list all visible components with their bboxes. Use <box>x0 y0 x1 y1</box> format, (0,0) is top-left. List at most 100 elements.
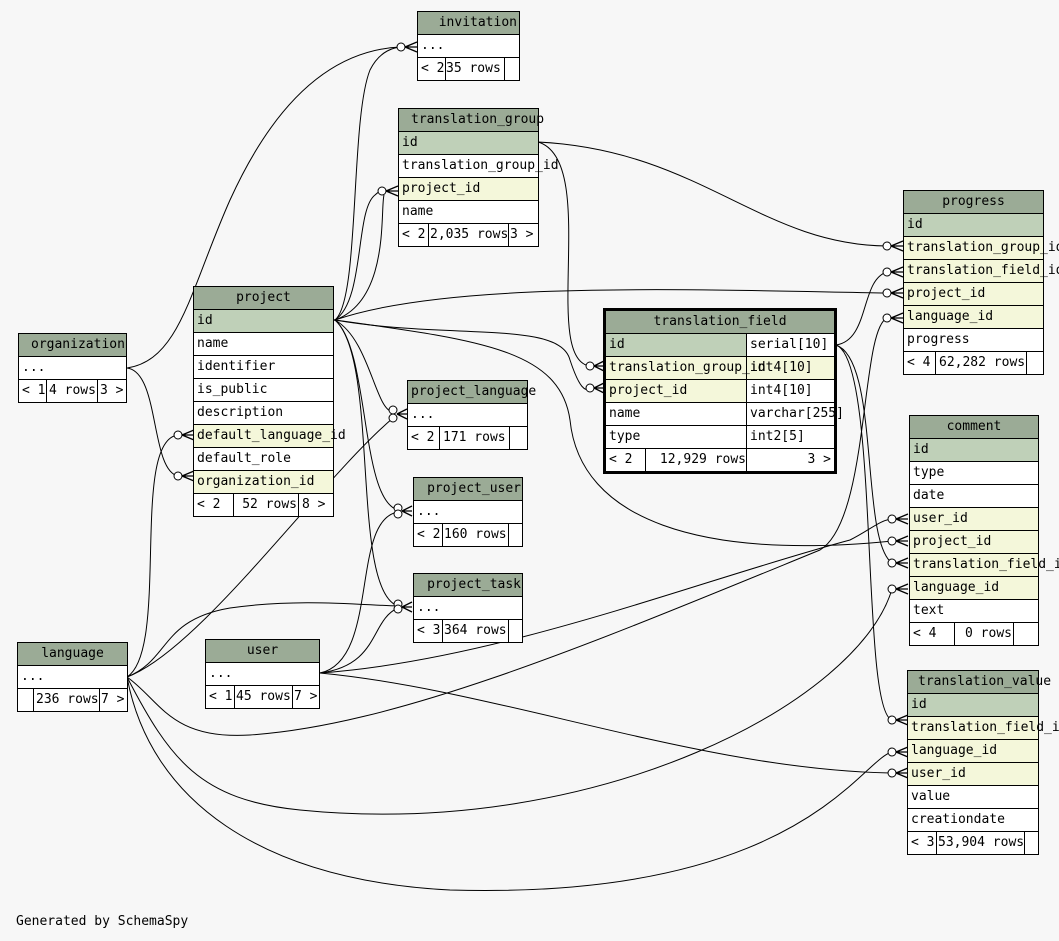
table-row: name <box>194 333 333 356</box>
table-row: name varchar[255] <box>606 403 844 426</box>
children-count[interactable] <box>505 58 519 80</box>
table-row: is_public <box>194 379 333 402</box>
table-language[interactable]: language ... 236 rows 7 > <box>17 642 128 712</box>
edge-organization-project <box>126 367 179 477</box>
children-count[interactable] <box>1014 623 1038 645</box>
edge-user-project-task <box>319 607 399 674</box>
table-translation-group[interactable]: translation_group id translation_group_i… <box>398 108 559 247</box>
endpoint-prog-tg <box>882 241 892 251</box>
parents-count[interactable]: < 3 <box>908 832 937 854</box>
endpoint-comment-user <box>887 514 897 524</box>
table-header[interactable]: translation_value <box>908 671 1051 694</box>
table-header[interactable]: invitation <box>418 12 519 35</box>
parents-count[interactable]: < 1 <box>206 686 235 708</box>
table-row: creationdate <box>908 809 1038 832</box>
table-progress[interactable]: progress id translation_group_id transla… <box>903 190 1059 375</box>
table-row: project_id <box>399 178 538 201</box>
edge-tf-comment <box>835 344 893 564</box>
table-footer: < 2 35 rows <box>418 58 519 80</box>
edge-tg-progress <box>537 141 888 247</box>
table-header[interactable]: language <box>18 643 127 666</box>
children-count[interactable] <box>509 524 522 546</box>
table-translation-value[interactable]: translation_value id translation_field_i… <box>907 670 1059 855</box>
table-footer: < 1 4 rows 3 > <box>19 380 126 402</box>
table-organization[interactable]: organization ... < 1 4 rows 3 > <box>18 333 127 403</box>
endpoint-pu-b <box>393 509 403 519</box>
parents-count[interactable]: < 4 <box>904 352 936 374</box>
endpoint-prog-lang <box>882 313 892 323</box>
parents-count[interactable]: < 1 <box>19 380 47 402</box>
children-count[interactable]: 3 > <box>100 383 124 398</box>
edge-project-comment <box>334 319 893 547</box>
endpoint-tf-tg <box>585 361 595 371</box>
table-translation-field[interactable]: translation_field id serial[10] translat… <box>603 308 844 474</box>
table-header[interactable]: translation_group <box>399 109 544 132</box>
edge-language-comment <box>126 588 893 815</box>
edge-tf-progress <box>835 271 888 346</box>
table-row: translation_group_id <box>904 237 1059 260</box>
table-row: id serial[10] <box>606 334 834 357</box>
column-name: id <box>609 337 625 352</box>
table-user[interactable]: user ... < 1 45 rows 7 > <box>205 639 320 709</box>
table-footer: < 2 52 rows 8 > <box>194 494 333 516</box>
children-count[interactable]: 8 > <box>302 497 326 512</box>
table-row: id <box>399 132 538 155</box>
table-footer: < 2 12,929 rows 3 > <box>606 449 834 471</box>
table-project-user[interactable]: project_user ... < 2 160 rows <box>413 477 523 547</box>
children-count[interactable]: 7 > <box>294 689 318 704</box>
endpoint-tv-tf <box>887 715 897 725</box>
table-row: name <box>399 201 538 224</box>
edge-language-project-task <box>126 602 399 678</box>
table-row: project_id <box>904 283 1043 306</box>
table-header[interactable]: project_language <box>408 381 536 404</box>
children-count[interactable] <box>1027 352 1043 374</box>
parents-count[interactable]: < 2 <box>399 224 429 246</box>
parents-count[interactable]: < 2 <box>194 494 234 516</box>
table-footer: < 3 53,904 rows <box>908 832 1038 854</box>
children-count[interactable] <box>509 620 522 642</box>
endpoint-prog-proj <box>882 288 892 298</box>
table-comment[interactable]: comment id type date user_id project_id … <box>909 415 1059 646</box>
table-header[interactable]: project <box>194 287 333 310</box>
table-row: translation_field_id <box>908 717 1059 740</box>
table-row: progress <box>904 329 1043 352</box>
parents-count[interactable]: < 4 <box>910 623 955 645</box>
children-count[interactable] <box>510 427 527 449</box>
parents-count[interactable]: < 3 <box>414 620 443 642</box>
endpoint-tv-lang <box>887 747 897 757</box>
table-footer: < 4 0 rows <box>910 623 1038 645</box>
endpoint-comment-lang <box>887 584 897 594</box>
parents-count[interactable]: < 2 <box>408 427 440 449</box>
table-invitation[interactable]: invitation ... < 2 35 rows <box>417 11 520 81</box>
children-count[interactable]: 3 > <box>510 227 534 242</box>
table-project-task[interactable]: project_task ... < 3 364 rows <box>413 573 523 643</box>
table-header[interactable]: project_user <box>414 478 522 501</box>
column-name: project_id <box>609 383 688 398</box>
table-header[interactable]: translation_field <box>606 311 834 334</box>
column-type: int4[10] <box>746 380 834 402</box>
table-row: project_id int4[10] <box>606 380 834 403</box>
parents-count[interactable]: < 2 <box>418 58 446 80</box>
row-count: 236 rows <box>34 689 100 711</box>
row-count: 160 rows <box>443 524 509 546</box>
table-header[interactable]: project_task <box>414 574 522 597</box>
table-header[interactable]: organization <box>19 334 126 357</box>
children-count[interactable] <box>1025 832 1038 854</box>
parents-count[interactable]: < 2 <box>414 524 443 546</box>
parents-count[interactable] <box>18 689 34 711</box>
table-header[interactable]: progress <box>904 191 1043 214</box>
edge-language-progress <box>126 317 888 736</box>
children-count[interactable]: 7 > <box>101 692 125 707</box>
endpoint-pl-a <box>388 405 398 415</box>
children-count[interactable]: 3 > <box>807 452 831 467</box>
table-header[interactable]: user <box>206 640 319 663</box>
parents-count[interactable]: < 2 <box>606 449 646 471</box>
table-project-language[interactable]: project_language ... < 2 171 rows <box>407 380 536 450</box>
column-type: int2[5] <box>746 426 834 448</box>
table-project[interactable]: project id name identifier is_public des… <box>193 286 346 517</box>
column-name: name <box>609 406 641 421</box>
endpoint-tg-project <box>377 186 387 196</box>
table-row: id <box>904 214 1043 237</box>
row-count: 62,282 rows <box>936 352 1027 374</box>
table-header[interactable]: comment <box>910 416 1038 439</box>
